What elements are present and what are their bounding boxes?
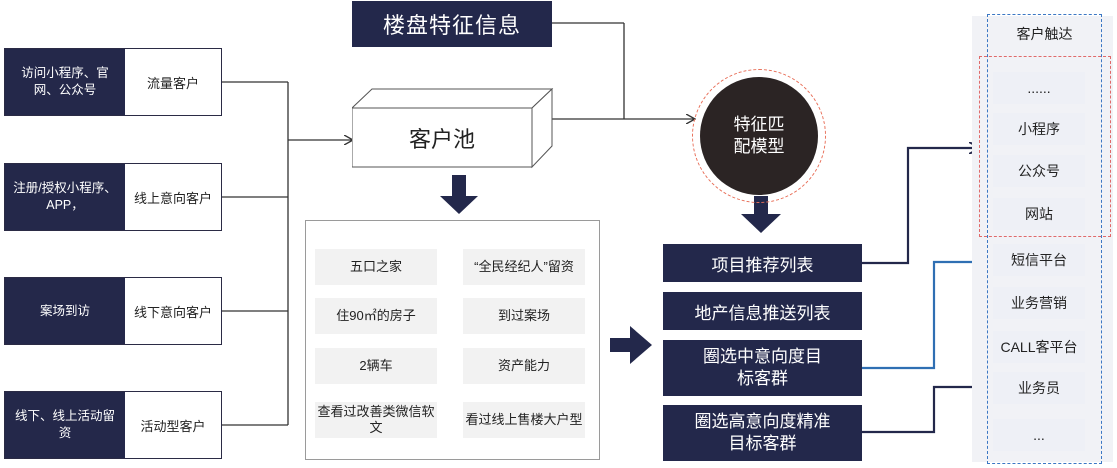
source-channel: 线下、线上活动留资 bbox=[5, 392, 125, 458]
reach-blue-frame bbox=[987, 14, 1102, 464]
recommend-list-arrow bbox=[862, 148, 979, 265]
output-mid-intent-group: 圈选中意向度目标客群 bbox=[663, 340, 862, 396]
reach-title: 客户触达 bbox=[1016, 26, 1073, 42]
source-box-traffic: 访问小程序、官网、公众号 流量客户 bbox=[4, 48, 222, 116]
output-high-intent-group: 圈选高意向度精准目标客群 bbox=[663, 405, 862, 461]
reach-item-miniprogram: 小程序 bbox=[993, 113, 1085, 145]
source-customer-type: 活动型客户 bbox=[140, 418, 206, 434]
output-recommend-list: 项目推荐列表 bbox=[663, 244, 862, 282]
model-circle: 特征匹配模型 bbox=[700, 77, 818, 195]
header-title: 楼盘特征信息 bbox=[352, 1, 552, 47]
source-box-offline: 案场到访 线下意向客户 bbox=[4, 277, 222, 345]
sources-bracket bbox=[222, 81, 352, 426]
feature-tag: 看过线上售楼大户型 bbox=[463, 402, 585, 438]
source-box-activity: 线下、线上活动留资 活动型客户 bbox=[4, 391, 222, 459]
feature-tag: 资产能力 bbox=[463, 348, 585, 384]
source-channel: 访问小程序、官网、公众号 bbox=[5, 49, 125, 115]
source-channel: 案场到访 bbox=[5, 278, 125, 344]
down-arrow-pool bbox=[440, 175, 478, 214]
right-arrow-features bbox=[610, 326, 652, 364]
source-box-online: 注册/授权小程序、APP， 线上意向客户 bbox=[4, 163, 222, 231]
customer-pool-label: 客户池 bbox=[408, 126, 475, 152]
feature-tag: “全民经纪人”留资 bbox=[463, 249, 585, 285]
feature-tag: 2辆车 bbox=[315, 348, 437, 384]
reach-item-more-top: ...... bbox=[993, 72, 1085, 104]
high-intent-arrow bbox=[862, 387, 995, 434]
feature-tag: 到过案场 bbox=[463, 298, 585, 334]
reach-item-official-account: 公众号 bbox=[993, 155, 1085, 187]
source-customer-type: 流量客户 bbox=[146, 75, 199, 91]
reach-item-website: 网站 bbox=[993, 198, 1085, 230]
source-channel: 注册/授权小程序、APP， bbox=[5, 164, 125, 230]
output-mid-intent-label: 圈选中意向度目标客群 bbox=[703, 347, 822, 388]
customer-pool-box bbox=[352, 88, 554, 169]
reach-item-salesperson: 业务员 bbox=[993, 372, 1085, 404]
feature-tag: 查看过改善类微信软文 bbox=[315, 402, 437, 438]
source-customer-type: 线上意向客户 bbox=[133, 190, 212, 206]
model-label: 特征匹配模型 bbox=[733, 115, 785, 156]
reach-item-more-bottom: ... bbox=[993, 419, 1085, 451]
model-circle-ring bbox=[692, 69, 826, 203]
mid-intent-arrow bbox=[862, 262, 1000, 370]
header-to-model-arrow bbox=[550, 22, 694, 119]
feature-tag: 五口之家 bbox=[315, 249, 437, 285]
source-customer-type: 线下意向客户 bbox=[133, 304, 212, 320]
feature-tag: 住90㎡的房子 bbox=[315, 298, 437, 334]
output-push-list: 地产信息推送列表 bbox=[663, 292, 862, 330]
reach-item-business-marketing: 业务营销 bbox=[993, 287, 1085, 319]
reach-red-frame bbox=[979, 56, 1111, 237]
reach-item-sms-platform: 短信平台 bbox=[993, 244, 1085, 276]
output-high-intent-label: 圈选高意向度精准目标客群 bbox=[694, 412, 831, 453]
reach-item-call-center: CALL客平台 bbox=[993, 331, 1085, 363]
